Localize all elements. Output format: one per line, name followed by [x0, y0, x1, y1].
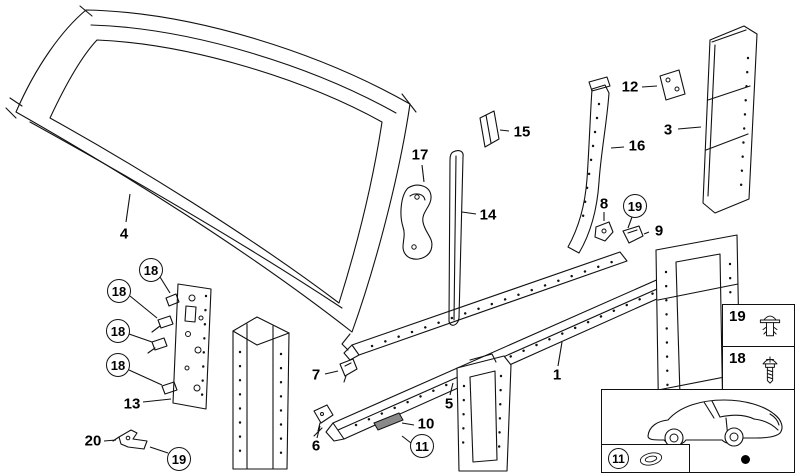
legend-label-18: 18 — [729, 350, 746, 367]
part-17-bracket — [400, 184, 433, 260]
callout-12[interactable]: 12 — [621, 78, 639, 96]
part-13-left-plate — [172, 283, 212, 410]
callout-18[interactable]: 18 — [139, 258, 163, 282]
callout-1[interactable]: 1 — [552, 366, 562, 384]
callout-18[interactable]: 18 — [106, 353, 130, 377]
legend-label-11: 11 — [608, 448, 629, 469]
callout-16[interactable]: 16 — [628, 137, 646, 155]
callout-18[interactable]: 18 — [106, 319, 130, 343]
location-dot — [741, 455, 750, 464]
callout-11[interactable]: 11 — [410, 434, 434, 458]
part-3-right-panel — [702, 25, 758, 214]
callout-10[interactable]: 10 — [417, 415, 435, 433]
part-12-plate — [659, 69, 686, 101]
part-5-center-pillar — [456, 353, 512, 472]
legend-box-vehicle: 11 — [601, 389, 795, 473]
part-4-windshield-frame — [5, 5, 417, 351]
left-pillar-channel — [232, 316, 290, 470]
callout-4[interactable]: 4 — [119, 225, 129, 243]
legend-label-19: 19 — [729, 308, 746, 325]
callout-5[interactable]: 5 — [444, 395, 454, 413]
callout-17[interactable]: 17 — [411, 146, 429, 164]
grommet-icon — [639, 451, 663, 466]
part-16-b-pillar — [567, 76, 611, 254]
callout-7[interactable]: 7 — [311, 366, 321, 384]
part-9-bracket — [622, 225, 644, 244]
callout-6[interactable]: 6 — [311, 437, 321, 455]
callout-8[interactable]: 8 — [599, 195, 609, 213]
callout-9[interactable]: 9 — [654, 222, 664, 240]
torx-screw-icon — [762, 356, 778, 384]
blind-rivet-icon — [759, 315, 781, 337]
sill-assembly — [313, 251, 707, 442]
callout-19[interactable]: 19 — [167, 447, 191, 471]
part-14-strip — [448, 150, 464, 326]
callout-14[interactable]: 14 — [479, 206, 497, 224]
callout-19[interactable]: 19 — [623, 194, 647, 218]
part-10-strip — [373, 412, 404, 431]
legend-box-rivet: 19 — [722, 304, 795, 347]
legend-cell-grommet: 11 — [602, 444, 690, 472]
callout-15[interactable]: 15 — [513, 123, 531, 141]
part-6-bracket — [313, 404, 334, 432]
callout-20[interactable]: 20 — [84, 432, 102, 450]
legend-box-screw: 18 — [722, 346, 795, 390]
part-18-mount-clips — [147, 293, 180, 395]
callout-13[interactable]: 13 — [123, 395, 141, 413]
part-7-bracket — [339, 358, 358, 383]
callout-3[interactable]: 3 — [663, 121, 673, 139]
part-15-bracket — [479, 110, 500, 148]
callout-18[interactable]: 18 — [107, 279, 131, 303]
part-8-bracket — [594, 221, 614, 242]
